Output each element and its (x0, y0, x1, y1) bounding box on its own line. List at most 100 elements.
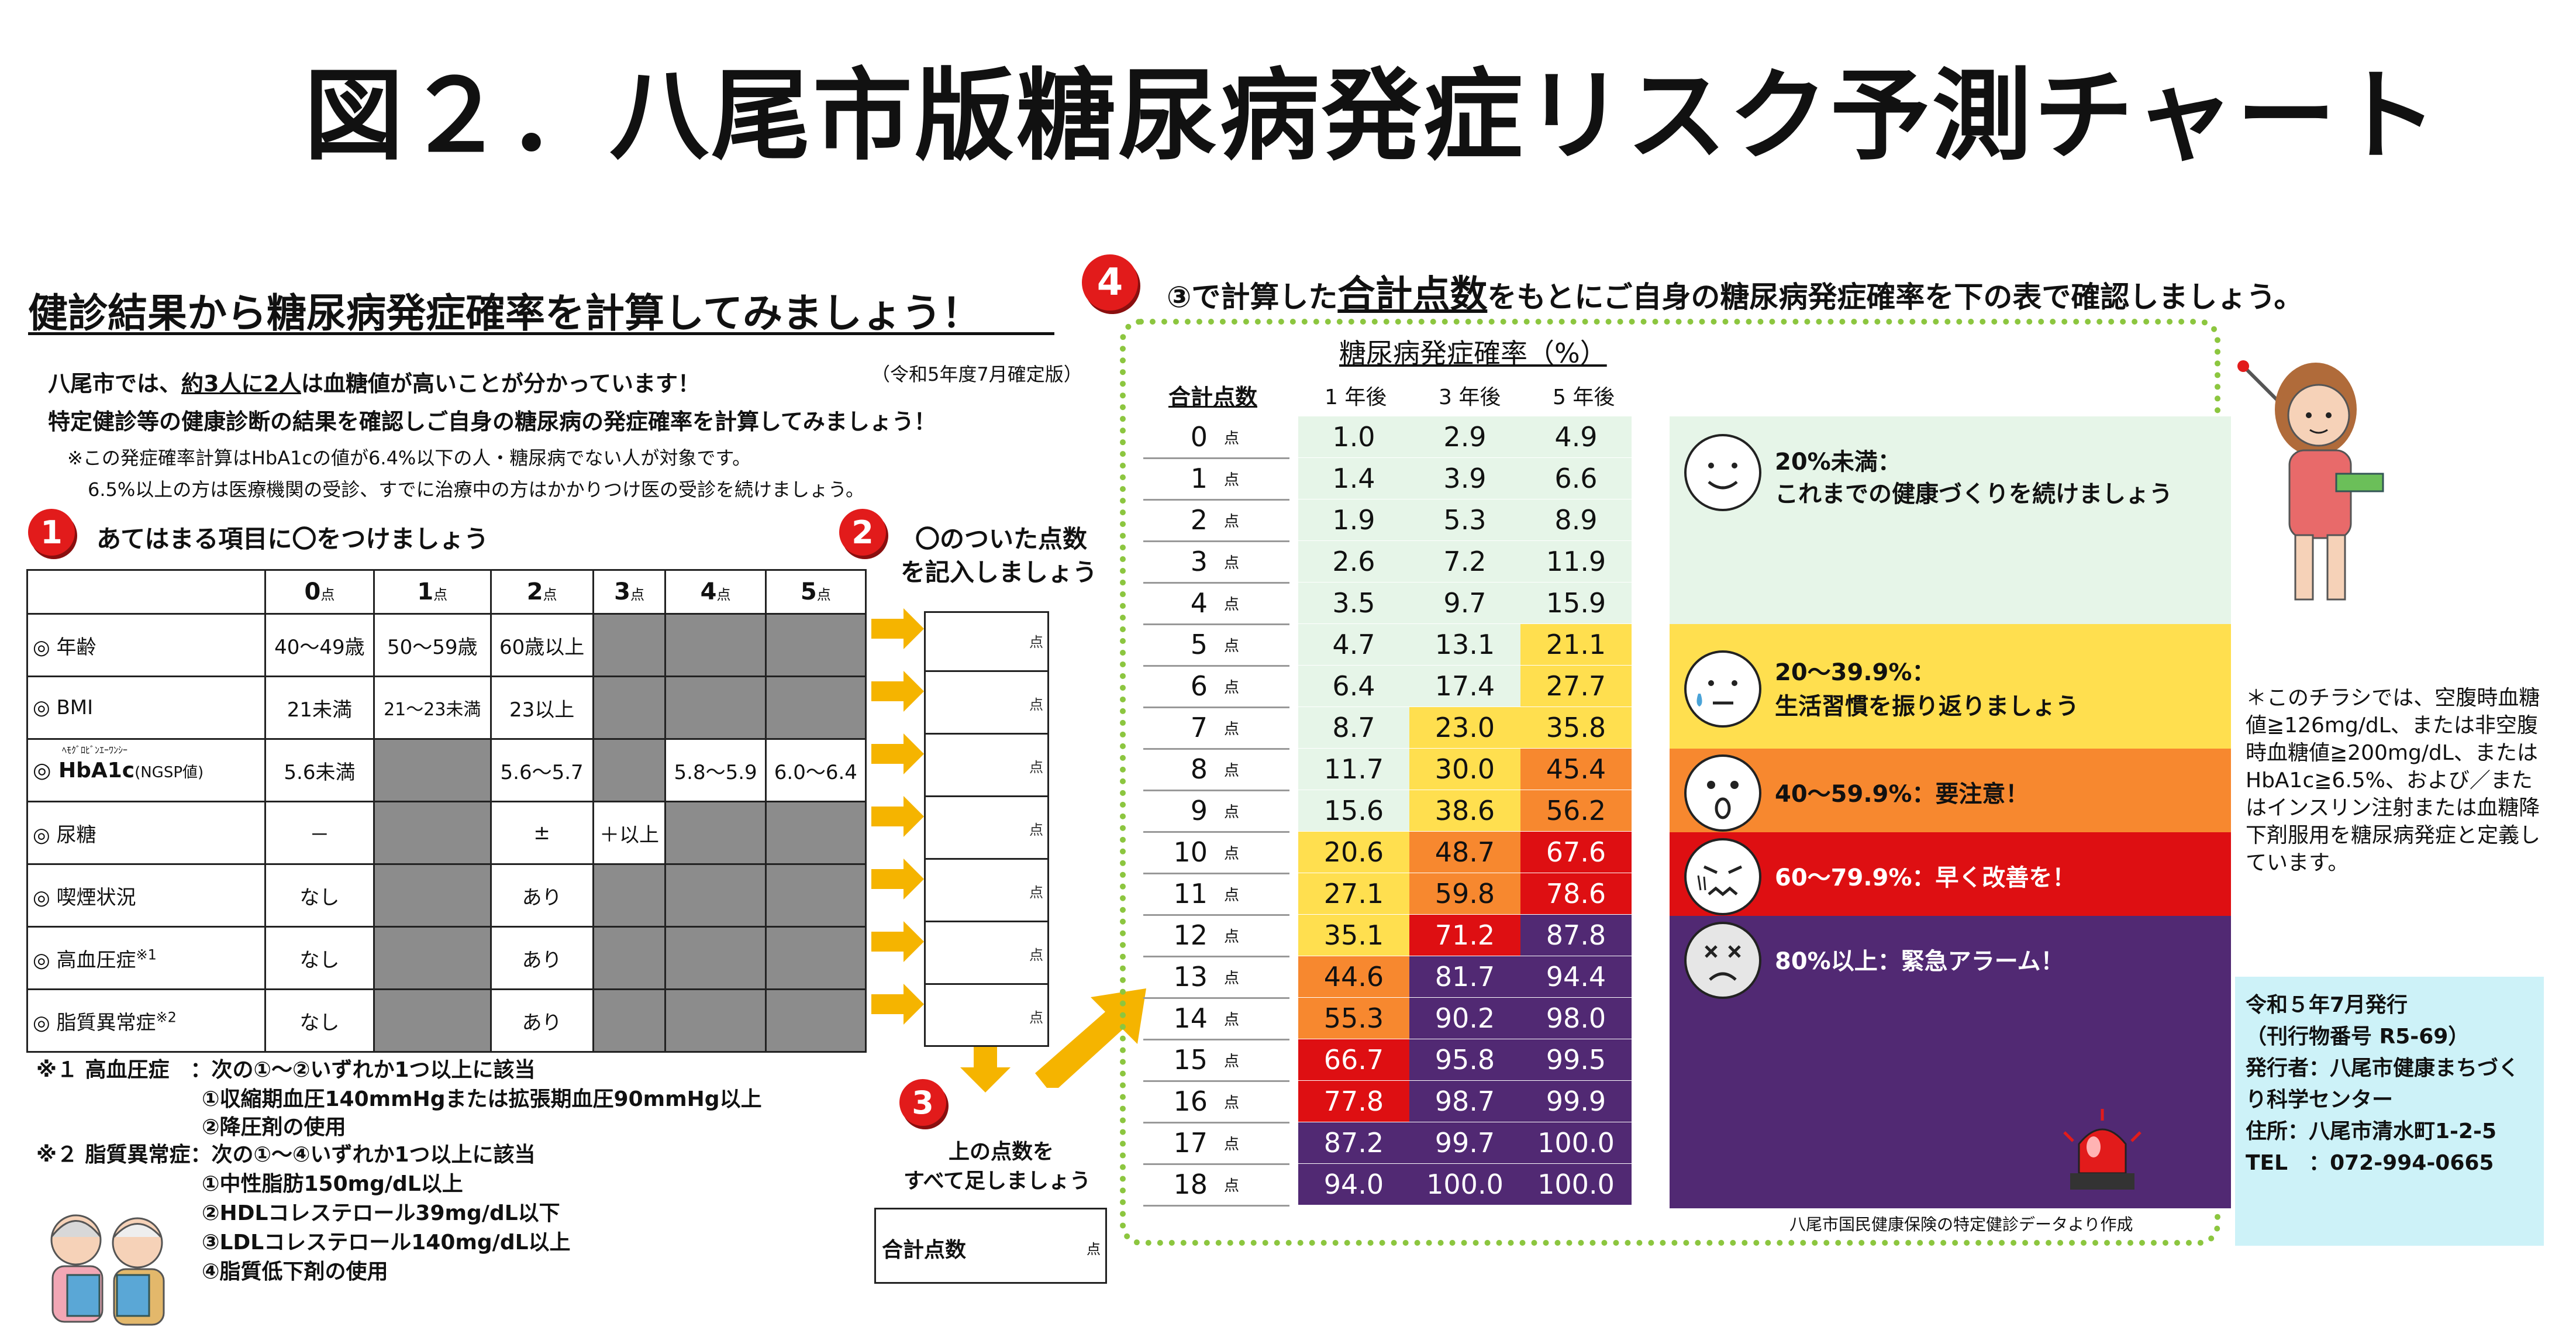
risk-score-number: 1 (1190, 463, 1208, 494)
risk-value-y3: 38.6 (1409, 790, 1520, 833)
cell-urine-3[interactable]: ＋以上 (592, 801, 667, 865)
cell-hypertension-2[interactable]: あり (489, 926, 594, 990)
risk-score-unit: 点 (1224, 512, 1240, 530)
risk-value-y3: 100.0 (1409, 1164, 1520, 1207)
risk-score-number: 14 (1173, 1002, 1208, 1034)
zone-20-40-a: 20～39.9%： (1775, 659, 1936, 686)
alarm-siren-icon (2063, 1109, 2142, 1190)
cell-age-0[interactable]: 40～49歳 (264, 613, 375, 677)
risk-col-5y: 5 年後 (1553, 385, 1615, 409)
intro-1a: 八尾市では、 (48, 371, 182, 397)
cell-hba1c-4[interactable]: 5.8～5.9 (664, 738, 767, 802)
points-entry-hba1c[interactable]: 点 (925, 736, 1049, 797)
down-arrow-icon (960, 1047, 1011, 1093)
step1-label: あてはまる項目に〇をつけましょう (96, 525, 489, 553)
cell-hba1c-2[interactable]: 5.6～5.7 (489, 738, 594, 802)
risk-col-1y: 1 年後 (1325, 385, 1387, 409)
footnote-hypertension-a: ①収縮期血圧140mmHgまたは拡張期血圧90mmHg以上 (202, 1087, 762, 1111)
cell-age-1[interactable]: 50～59歳 (373, 613, 492, 677)
risk-score-number: 18 (1173, 1169, 1208, 1200)
cell-dyslipidemia-2[interactable]: あり (489, 988, 594, 1053)
risk-score-unit: 点 (1224, 845, 1240, 863)
cell-hba1c-5[interactable]: 6.0～6.4 (764, 738, 867, 802)
points-entry-urine[interactable]: 点 (925, 799, 1049, 860)
total-box[interactable]: 合計点数 点 (874, 1208, 1107, 1284)
intro-1c: は血糖値が高いことが分かっています！ (301, 371, 701, 397)
risk-value-y1: 44.6 (1298, 956, 1409, 999)
risk-value-y5: 8.9 (1520, 499, 1632, 542)
risk-value-y1: 4.7 (1298, 624, 1409, 667)
arrow-icon (871, 608, 924, 1025)
cell-hba1c-0[interactable]: 5.6未満 (264, 738, 375, 802)
risk-value-y3: 5.3 (1409, 499, 1520, 542)
row-label-dyslipidemia: ◎ 脂質異常症※2 (26, 988, 266, 1053)
footnote-lipid-head: ※２ 脂質異常症：次の①～④いずれか1つ以上に該当 (36, 1143, 536, 1167)
cell-gray (592, 676, 667, 740)
points-entry-age[interactable]: 点 (925, 611, 1049, 672)
risk-value-y3: 23.0 (1409, 707, 1520, 750)
risk-value-y1: 8.7 (1298, 707, 1409, 750)
risk-score-number: 10 (1173, 836, 1208, 868)
cell-bmi-2[interactable]: 23以上 (489, 676, 594, 740)
section-heading: 健診結果から糖尿病発症確率を計算してみましょう！ (28, 291, 981, 337)
shocked-face-icon (1684, 754, 1761, 832)
risk-score-unit: 点 (1224, 1094, 1240, 1112)
risk-score-number: 0 (1190, 421, 1208, 453)
zone-over-80: 80%以上：緊急アラーム！ (1670, 916, 2231, 1208)
risk-value-y5: 87.8 (1520, 915, 1632, 957)
info-address: 住所：八尾市清水町1-2-5 (2246, 1119, 2497, 1143)
risk-value-y3: 90.2 (1409, 998, 1520, 1040)
score-header: 3点 (592, 569, 667, 615)
cell-urine-2[interactable]: ± (489, 801, 594, 865)
dyslipidemia-note: ※2 (156, 1009, 177, 1026)
risk-value-y5: 100.0 (1520, 1164, 1632, 1207)
row-label-hypertension: ◎ 高血圧症※1 (26, 926, 266, 990)
points-entry-hypertension[interactable]: 点 (925, 924, 1049, 985)
intro-line-2: 特定健診等の健康診断の結果を確認しご自身の糖尿病の発症確率を計算してみましょう！ (48, 409, 936, 435)
cell-urine-0[interactable]: － (264, 801, 375, 865)
points-entry-bmi[interactable]: 点 (925, 674, 1049, 735)
cell-smoking-2[interactable]: あり (489, 863, 594, 928)
zone-60-80: 60～79.9%：早く改善を！ (1670, 832, 2231, 916)
risk-score-unit: 点 (1224, 429, 1240, 447)
data-source: 八尾市国民健康保険の特定健診データより作成 (1789, 1215, 2133, 1234)
date-note: （令和5年度7月確定版） (871, 363, 1082, 385)
zone-20-40-b: 生活習慣を振り返りましょう (1775, 693, 2079, 720)
risk-value-y5: 99.9 (1520, 1081, 1632, 1124)
cell-dyslipidemia-0[interactable]: なし (264, 988, 375, 1053)
cell-age-2[interactable]: 60歳以上 (489, 613, 594, 677)
cell-bmi-1[interactable]: 21～23未満 (373, 676, 492, 740)
step1-badge: 1 (28, 509, 75, 556)
score-header: 0点 (264, 569, 375, 615)
risk-score-number: 15 (1173, 1044, 1208, 1076)
points-entry-dyslipidemia[interactable]: 点 (1029, 1009, 1043, 1026)
info-tel: TEL ：072-994-0665 (2246, 1151, 2494, 1175)
footnote-hypertension-head: ※１ 高血圧症 ：次の①～②いずれか1つ以上に該当 (36, 1058, 536, 1082)
points-entry-smoking[interactable]: 点 (925, 861, 1049, 922)
cell-gray (664, 988, 767, 1053)
target-note-2: 6.5%以上の方は医療機関の受診、すでに治療中の方はかかりつけ医の受診を続けまし… (88, 478, 865, 501)
risk-value-y3: 17.4 (1409, 666, 1520, 708)
footnote-lipid-a: ①中性脂肪150mg/dL以上 (202, 1172, 463, 1196)
risk-score-unit: 点 (1224, 471, 1240, 489)
cell-bmi-0[interactable]: 21未満 (264, 676, 375, 740)
cell-smoking-0[interactable]: なし (264, 863, 375, 928)
distressed-face-icon (1684, 838, 1761, 915)
zone-60-80-label: 60～79.9%：早く改善を！ (1775, 864, 2076, 891)
footnote-hypertension-b: ②降圧剤の使用 (202, 1115, 346, 1139)
cell-hypertension-0[interactable]: なし (264, 926, 375, 990)
